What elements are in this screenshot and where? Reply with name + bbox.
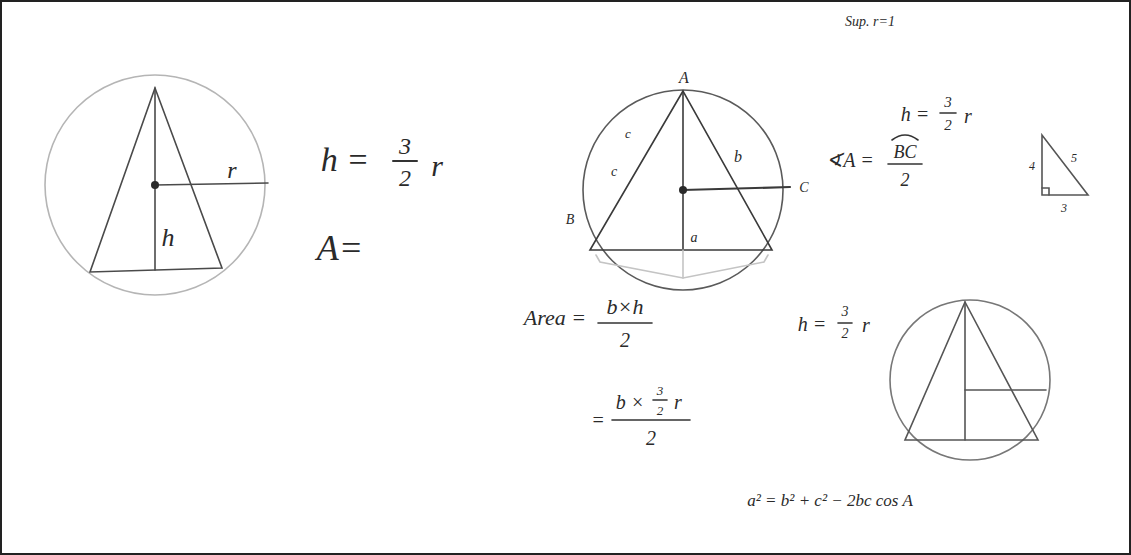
handwritten-label: ∢A = xyxy=(824,150,875,170)
handwritten-label: B xyxy=(564,213,577,227)
handwritten-label: 2 xyxy=(942,118,954,133)
handwritten-label: r xyxy=(225,158,238,182)
handwritten-label: 2 xyxy=(655,404,666,417)
handwritten-label: A xyxy=(677,70,691,86)
handwritten-label: h = xyxy=(796,314,829,334)
handwritten-label: c xyxy=(623,127,633,140)
handwritten-label: 2 xyxy=(397,166,413,190)
handwritten-label: a² = b² + c² − 2bc cos A xyxy=(745,492,915,509)
handwritten-label: r xyxy=(672,392,684,412)
handwritten-label: 4 xyxy=(1027,160,1037,172)
handwritten-label: a xyxy=(689,231,700,245)
handwritten-label: A= xyxy=(315,230,365,266)
handwritten-label: h xyxy=(160,225,177,251)
handwritten-label: 5 xyxy=(1069,152,1079,164)
handwritten-label: 3 xyxy=(1059,202,1069,214)
handwritten-label: BC xyxy=(891,143,918,161)
handwritten-label: h = xyxy=(899,104,932,124)
handwritten-label: c xyxy=(609,165,619,179)
handwritten-label: 3 xyxy=(655,384,666,397)
handwritten-label: Sup. r=1 xyxy=(843,15,897,29)
handwritten-label: b xyxy=(732,149,744,165)
handwritten-label: 2 xyxy=(618,330,632,350)
handwritten-label: b × xyxy=(614,392,647,412)
handwritten-label: r xyxy=(429,151,445,181)
handwritten-label: 3 xyxy=(840,305,851,319)
handwritten-label: 3 xyxy=(397,134,413,158)
handwritten-label: 2 xyxy=(840,327,851,341)
handwritten-label: r xyxy=(962,106,974,126)
handwritten-label: r xyxy=(860,315,872,335)
handwritten-label: h = xyxy=(319,143,371,177)
handwritten-label: b×h xyxy=(605,296,646,318)
handwritten-label: 3 xyxy=(942,95,954,110)
handwritten-label: 2 xyxy=(644,428,658,448)
handwritten-label: = xyxy=(589,410,607,430)
handwritten-label: Area = xyxy=(522,307,588,329)
handwritten-label: 2 xyxy=(899,171,912,189)
handwritten-label: C xyxy=(797,181,810,195)
